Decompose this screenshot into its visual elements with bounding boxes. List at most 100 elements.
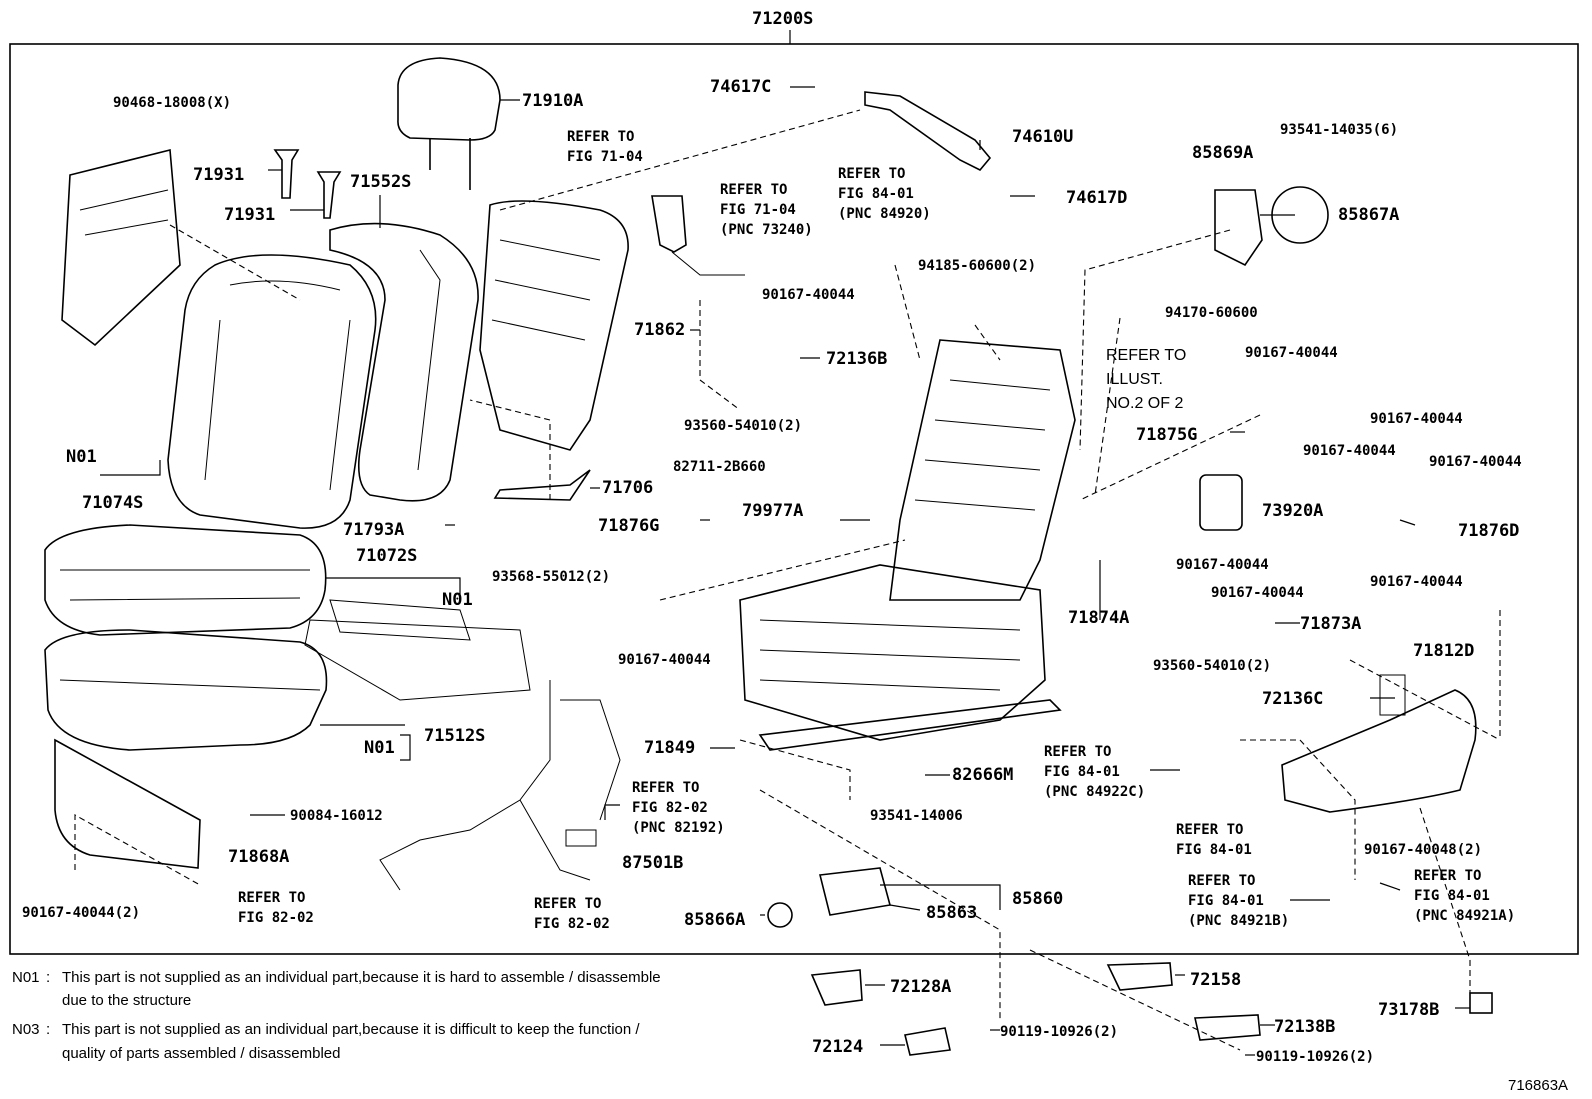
callout-74617d[interactable]: 74617D bbox=[1066, 188, 1127, 208]
callout-71876d[interactable]: 71876D bbox=[1458, 521, 1519, 541]
callout-90167-40044-d[interactable]: 90167-40044 bbox=[1303, 443, 1396, 459]
svg-text:NO.2 OF 2: NO.2 OF 2 bbox=[1106, 395, 1183, 412]
refer-to-r9[interactable]: REFER TO FIG 84-01 (PNC 84921B) bbox=[1188, 873, 1289, 929]
callout-90167-40044-f[interactable]: 90167-40044 bbox=[618, 652, 711, 668]
callout-82711-2b660[interactable]: 82711-2B660 bbox=[673, 459, 766, 475]
callout-90468-18008[interactable]: 90468-18008(X) bbox=[113, 95, 231, 111]
callout-90167-40044-a[interactable]: 90167-40044 bbox=[762, 287, 855, 303]
callout-90119-10926-b[interactable]: 90119-10926(2) bbox=[1256, 1049, 1374, 1065]
svg-text:FIG 82-02: FIG 82-02 bbox=[534, 916, 610, 932]
callout-73178b[interactable]: 73178B bbox=[1378, 1000, 1439, 1020]
svg-text:REFER TO: REFER TO bbox=[238, 890, 305, 906]
callout-72128a[interactable]: 72128A bbox=[890, 977, 951, 997]
callout-90167-40044-g[interactable]: 90167-40044 bbox=[1176, 557, 1269, 573]
callout-71072s[interactable]: 71072S bbox=[356, 546, 417, 566]
callout-93541-14006[interactable]: 93541-14006 bbox=[870, 808, 963, 824]
svg-text:FIG 84-01: FIG 84-01 bbox=[1188, 893, 1264, 909]
callout-90167-40044-e[interactable]: 90167-40044 bbox=[1429, 454, 1522, 470]
refer-to-r5[interactable]: REFER TO FIG 82-02 bbox=[238, 890, 314, 926]
callout-74610u[interactable]: 74610U bbox=[1012, 127, 1073, 147]
refer-to-r8[interactable]: REFER TO FIG 84-01 bbox=[1176, 822, 1252, 858]
callout-71868a[interactable]: 71868A bbox=[228, 847, 289, 867]
callout-85867a[interactable]: 85867A bbox=[1338, 205, 1399, 225]
seat-cushion-cover bbox=[44, 524, 327, 636]
headrest-guides bbox=[273, 149, 342, 219]
svg-text:(PNC 84922C): (PNC 84922C) bbox=[1044, 784, 1145, 800]
seatback-frame bbox=[479, 200, 629, 501]
callout-90167-40044-h[interactable]: 90167-40044 bbox=[1211, 585, 1304, 601]
callout-71874a[interactable]: 71874A bbox=[1068, 608, 1129, 628]
note-n01-code: N01 bbox=[12, 969, 40, 986]
callout-71706[interactable]: 71706 bbox=[602, 478, 653, 498]
callout-n01-cushion[interactable]: N01 bbox=[364, 738, 395, 758]
callout-71812d[interactable]: 71812D bbox=[1413, 641, 1474, 661]
callout-90167-40048[interactable]: 90167-40048(2) bbox=[1364, 842, 1482, 858]
refer-to-r10[interactable]: REFER TO FIG 84-01 (PNC 84921A) bbox=[1414, 868, 1515, 924]
callout-71793a[interactable]: 71793A bbox=[343, 520, 404, 540]
callout-71552s[interactable]: 71552S bbox=[350, 172, 411, 192]
callout-82666m[interactable]: 82666M bbox=[952, 765, 1013, 785]
svg-text:(PNC 82192): (PNC 82192) bbox=[632, 820, 725, 836]
callout-71876g[interactable]: 71876G bbox=[598, 516, 659, 536]
callout-90167-40044-j[interactable]: 90167-40044(2) bbox=[22, 905, 140, 921]
callout-94170-60600[interactable]: 94170-60600 bbox=[1165, 305, 1258, 321]
svg-text::: : bbox=[46, 1021, 50, 1038]
refer-to-r3[interactable]: REFER TO FIG 84-01 (PNC 84920) bbox=[838, 166, 931, 222]
callout-n01-heater[interactable]: N01 bbox=[442, 590, 473, 610]
assembly-label[interactable]: 71200S bbox=[752, 9, 813, 29]
callout-85860[interactable]: 85860 bbox=[1012, 889, 1063, 909]
svg-text:FIG 84-01: FIG 84-01 bbox=[838, 186, 914, 202]
svg-text:(PNC 73240): (PNC 73240) bbox=[720, 222, 813, 238]
callout-93560-54010-a[interactable]: 93560-54010(2) bbox=[684, 418, 802, 434]
lumbar-unit bbox=[1214, 186, 1329, 267]
refer-to-r6[interactable]: REFER TO FIG 82-02 bbox=[534, 896, 610, 932]
note-n03-code: N03 bbox=[12, 1021, 40, 1038]
callout-90167-40044-c[interactable]: 90167-40044 bbox=[1370, 411, 1463, 427]
callout-90167-40044-i[interactable]: 90167-40044 bbox=[1370, 574, 1463, 590]
refer-to-r2[interactable]: REFER TO FIG 71-04 (PNC 73240) bbox=[720, 182, 813, 238]
callout-93568-55012[interactable]: 93568-55012(2) bbox=[492, 569, 610, 585]
svg-text:REFER TO: REFER TO bbox=[1176, 822, 1243, 838]
callout-71910a[interactable]: 71910A bbox=[522, 91, 583, 111]
refer-to-r4[interactable]: REFER TO FIG 82-02 (PNC 82192) bbox=[632, 780, 725, 836]
callout-71873a[interactable]: 71873A bbox=[1300, 614, 1361, 634]
callout-85863[interactable]: 85863 bbox=[926, 903, 977, 923]
callout-71862[interactable]: 71862 bbox=[634, 320, 685, 340]
callout-n01-back[interactable]: N01 bbox=[66, 447, 97, 467]
callout-93541-14035[interactable]: 93541-14035(6) bbox=[1280, 122, 1398, 138]
svg-text:FIG 84-01: FIG 84-01 bbox=[1044, 764, 1120, 780]
callout-72124[interactable]: 72124 bbox=[812, 1037, 863, 1057]
refer-to-r1[interactable]: REFER TO FIG 71-04 bbox=[567, 129, 643, 165]
callout-72136b[interactable]: 72136B bbox=[826, 349, 887, 369]
refer-to-illustration[interactable]: REFER TO ILLUST. NO.2 OF 2 bbox=[1106, 347, 1186, 412]
callout-85869a[interactable]: 85869A bbox=[1192, 143, 1253, 163]
wire-harness bbox=[379, 680, 621, 891]
outer-shield bbox=[1281, 674, 1477, 813]
callout-71931-lower[interactable]: 71931 bbox=[224, 205, 275, 225]
callout-85866a[interactable]: 85866A bbox=[684, 910, 745, 930]
refer-to-r7[interactable]: REFER TO FIG 84-01 (PNC 84922C) bbox=[1044, 744, 1145, 800]
callout-72158[interactable]: 72158 bbox=[1190, 970, 1241, 990]
callout-72138b[interactable]: 72138B bbox=[1274, 1017, 1335, 1037]
diagram-frame bbox=[9, 43, 1579, 955]
callout-71849[interactable]: 71849 bbox=[644, 738, 695, 758]
callout-90119-10926-a[interactable]: 90119-10926(2) bbox=[1000, 1024, 1118, 1040]
callout-90084-16012[interactable]: 90084-16012 bbox=[290, 808, 383, 824]
callout-79977a[interactable]: 79977A bbox=[742, 501, 803, 521]
callout-71931-upper[interactable]: 71931 bbox=[193, 165, 244, 185]
callout-73920a[interactable]: 73920A bbox=[1262, 501, 1323, 521]
callout-94185-60600[interactable]: 94185-60600(2) bbox=[918, 258, 1036, 274]
seatback-board bbox=[61, 148, 181, 347]
note-n01-line2: due to the structure bbox=[62, 992, 191, 1009]
callout-71512s[interactable]: 71512S bbox=[424, 726, 485, 746]
svg-text:REFER TO: REFER TO bbox=[567, 129, 634, 145]
callout-74617c[interactable]: 74617C bbox=[710, 77, 771, 97]
seatback-cover bbox=[167, 254, 377, 529]
callout-90167-40044-b[interactable]: 90167-40044 bbox=[1245, 345, 1338, 361]
illustration-id: 716863A bbox=[1508, 1077, 1568, 1094]
callout-93560-54010-b[interactable]: 93560-54010(2) bbox=[1153, 658, 1271, 674]
callout-72136c[interactable]: 72136C bbox=[1262, 689, 1323, 709]
callout-71074s[interactable]: 71074S bbox=[82, 493, 143, 513]
callout-71875g[interactable]: 71875G bbox=[1136, 425, 1197, 445]
callout-87501b[interactable]: 87501B bbox=[622, 853, 683, 873]
